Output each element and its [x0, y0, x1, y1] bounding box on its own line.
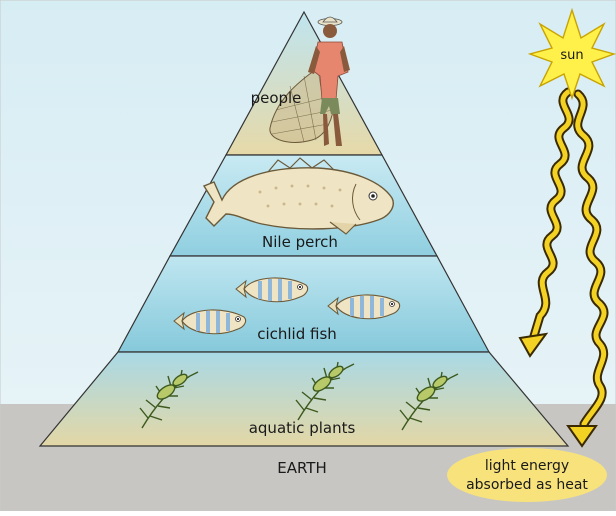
label-sun: sun: [560, 48, 583, 63]
label-aquatic-plants: aquatic plants: [249, 419, 356, 437]
label-cichlid-fish: cichlid fish: [257, 325, 337, 343]
label-earth: EARTH: [277, 459, 327, 477]
heat-ellipse: [447, 448, 607, 502]
heat-label-line1: light energy: [485, 458, 569, 474]
heat-absorption-callout: light energy absorbed as heat: [447, 448, 607, 502]
heat-label-line2: absorbed as heat: [466, 477, 588, 493]
label-nile-perch: Nile perch: [262, 233, 338, 251]
label-people: people: [251, 89, 302, 107]
